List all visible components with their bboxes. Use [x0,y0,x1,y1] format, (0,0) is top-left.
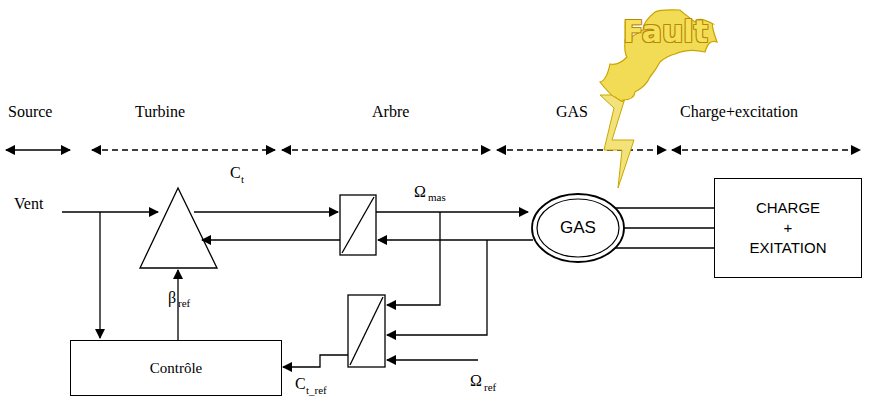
signal-name: C [295,376,306,392]
section-label: GAS [556,104,588,120]
signal-subscript: t [241,174,244,185]
signal-name: C [230,165,241,181]
section-label: Charge+excitation [680,104,798,120]
signal-name: Ω [470,373,482,389]
signal-subscript: ref [484,382,496,393]
process-box: Contrôle [70,340,282,396]
signal-subscript: ref [178,298,190,309]
generator-circle: GAS [530,192,626,264]
node-text: CHARGE + EXITATION [750,198,827,259]
node-text: Contrôle [150,360,203,377]
three-phase-connector [612,208,714,248]
signal-name: β [168,290,176,306]
section-label: Turbine [135,104,185,120]
signal-name: Ω [414,184,426,200]
fault-label: Fault [623,14,708,49]
signal-subscript: t_ref [306,385,327,396]
process-box: CHARGE + EXITATION [714,178,862,278]
section-label: Arbre [372,104,409,120]
node-text: GAS [560,218,596,238]
section-label: Source [8,104,52,120]
fault-cloud: Fault [555,2,720,120]
signal-subscript: mas [428,192,446,203]
signal-name: Vent [14,196,43,212]
